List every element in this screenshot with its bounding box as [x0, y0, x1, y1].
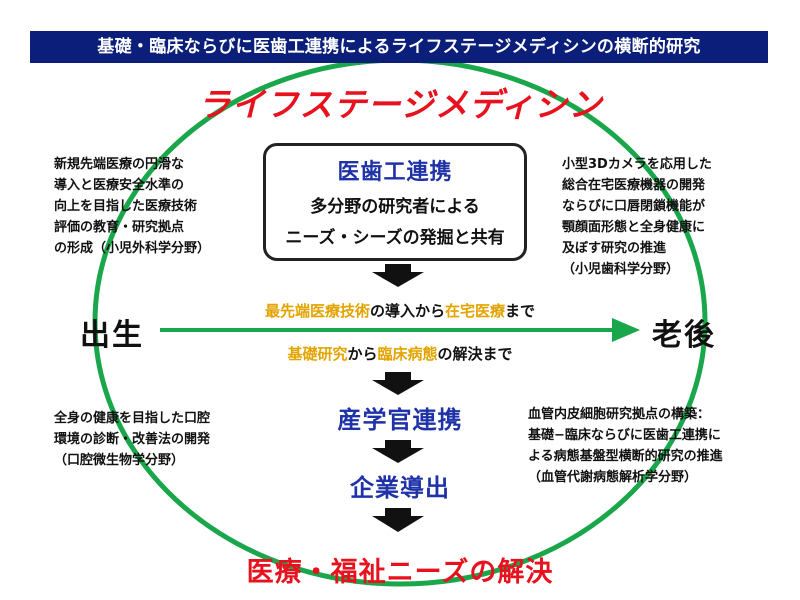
center-box: 医歯工連携 多分野の研究者による ニーズ・シーズの発掘と共有	[263, 143, 527, 261]
axis-end-label: 老後	[652, 318, 716, 353]
center-box-line1: 多分野の研究者による	[310, 197, 480, 217]
note-line: 小型3Dカメラを応用した	[562, 157, 712, 172]
note-line: 基礎−臨床ならびに医歯工連携に	[528, 428, 721, 443]
center-box-line2: ニーズ・シーズの発掘と共有	[285, 228, 505, 248]
note-line: 顎顔面形態と全身健康に	[562, 220, 706, 235]
note-line: （小児歯科学分野）	[562, 262, 680, 277]
timeline-text-2: 基礎研究から臨床病態の解決まで	[120, 343, 680, 364]
timeline-text-1: 最先端医療技術の導入から在宅医療まで	[120, 300, 680, 321]
note-bottom-right: 血管内皮細胞研究拠点の構築： 基礎−臨床ならびに医歯工連携に よる病態基盤型横断…	[528, 404, 723, 488]
note-bottom-left: 全身の健康を目指した口腔 環境の診断・改善法の開発 （口腔微生物学分野）	[54, 408, 210, 471]
down-arrow-3-icon	[372, 440, 424, 463]
text-clinical: 臨床病態	[377, 345, 438, 363]
page-banner: 基礎・臨床ならびに医歯工連携によるライフステージメディシンの横断的研究	[30, 31, 768, 63]
note-line: 向上を目指した医療技術	[54, 199, 198, 214]
down-arrow-1-icon	[372, 264, 424, 287]
diagram-title: ライフステージメディシン	[197, 85, 603, 124]
text-solve-until: の解決まで	[437, 345, 513, 363]
center-box-title: 医歯工連携	[337, 160, 453, 185]
text-from: の導入から	[369, 302, 445, 320]
stage-industry-academia: 産学官連携	[337, 406, 463, 434]
down-arrow-4-icon	[372, 508, 424, 532]
note-line: 新規先端医療の円滑な	[54, 157, 185, 172]
note-line: 及ぼす研究の推進	[562, 241, 667, 256]
note-line: 環境の診断・改善法の開発	[54, 432, 211, 447]
text-cutting-edge: 最先端医療技術	[264, 302, 370, 320]
text-basic-research: 基礎研究	[287, 345, 348, 363]
axis-start-label: 出生	[80, 318, 144, 353]
note-line: 血管内皮細胞研究拠点の構築：	[528, 407, 711, 422]
note-line: 評価の教育・研究拠点	[54, 220, 185, 235]
result-text: 医療・福祉ニーズの解決	[246, 557, 554, 588]
down-arrow-2-icon	[372, 372, 424, 395]
note-line: 導入と医療安全水準の	[54, 178, 185, 193]
note-line: の形成（小児外科学分野）	[54, 241, 211, 256]
text-until: まで	[505, 302, 536, 320]
note-line: 全身の健康を目指した口腔	[54, 411, 211, 426]
text-from: から	[347, 345, 378, 363]
note-line: よる病態基盤型横断的研究の推進	[528, 449, 723, 464]
note-line: （口腔微生物学分野）	[54, 453, 185, 468]
note-top-left: 新規先端医療の円滑な 導入と医療安全水準の 向上を目指した医療技術 評価の教育・…	[54, 154, 210, 259]
note-line: ならびに口唇閉鎖機能が	[562, 199, 706, 214]
note-top-right: 小型3Dカメラを応用した 総合在宅医療機器の開発 ならびに口唇閉鎖機能が 顎顔面…	[562, 154, 712, 280]
stage-company-transfer: 企業導出	[350, 474, 450, 502]
note-line: （血管代謝病態解析学分野）	[528, 470, 698, 485]
note-line: 総合在宅医療機器の開発	[562, 178, 706, 193]
text-home-care: 在宅医療	[445, 302, 506, 320]
green-timeline-arrow	[160, 318, 640, 342]
